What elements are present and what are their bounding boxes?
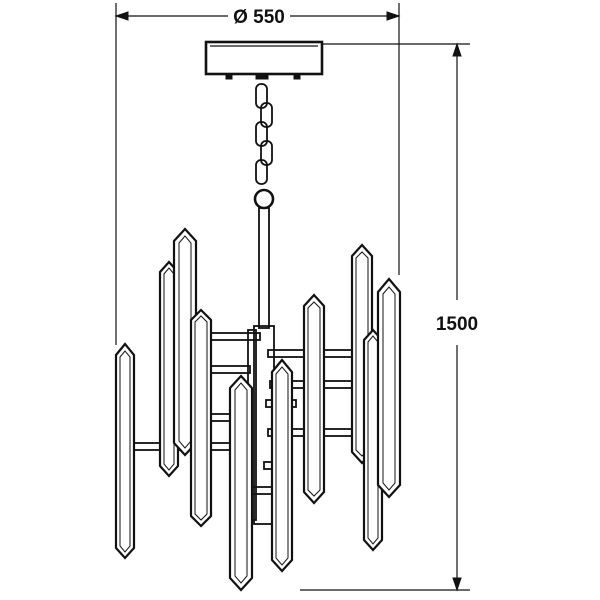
height-arrow-top	[452, 42, 462, 57]
ceiling-canopy	[204, 40, 324, 80]
height-dimension-label: 1500	[436, 314, 478, 335]
canopy-screw-right	[293, 73, 301, 80]
suspension-ring	[253, 188, 275, 210]
crystal-facet	[194, 315, 208, 521]
crystal-facet	[275, 366, 289, 566]
width-arrow-left	[114, 11, 129, 21]
crystal-facet	[234, 382, 248, 584]
canopy-body	[204, 40, 324, 76]
crystal-rod	[376, 277, 402, 499]
crystal-rod	[270, 358, 294, 573]
chain-link	[255, 159, 268, 185]
canopy-screw-left	[225, 73, 233, 80]
crystal-facet	[163, 267, 175, 471]
width-dimension-label: Ø 550	[233, 7, 285, 28]
crystal-facet	[367, 335, 379, 545]
crystal-facet	[382, 286, 396, 491]
crystal-facet	[119, 350, 131, 553]
crystal-rod	[228, 374, 254, 592]
crystal-rod	[114, 342, 136, 560]
stem-rod	[258, 207, 270, 329]
crystal-rod	[302, 293, 326, 505]
height-arrow-bottom	[452, 577, 462, 592]
width-dimension: Ø 550	[114, 3, 401, 345]
crystals	[114, 227, 402, 592]
crystal-rod	[189, 308, 213, 528]
width-arrow-right	[386, 11, 401, 21]
canopy-hook-mount	[255, 73, 269, 80]
suspension-chain	[253, 83, 275, 210]
height-dimension: 1500	[300, 42, 478, 592]
crystal-facet	[307, 301, 321, 497]
